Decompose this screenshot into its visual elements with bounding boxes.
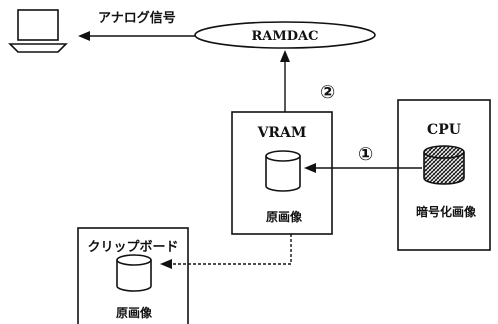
step-2-marker: ② (320, 82, 335, 103)
ramdac-node: RAMDAC (194, 21, 376, 49)
vram-to-ramdac-arrow (280, 50, 290, 112)
vram-to-clipboard-arrow (160, 234, 292, 269)
cpu-database-icon (423, 145, 465, 185)
vram-box: VRAM 原画像 (231, 111, 333, 235)
vram-database-icon (265, 150, 301, 192)
clipboard-label: クリップボード (87, 239, 178, 255)
cpu-label: CPU (427, 122, 461, 138)
clipboard-database-icon (116, 254, 152, 292)
vram-label: VRAM (257, 125, 307, 141)
cpu-box: CPU 暗号化画像 (397, 99, 491, 251)
ramdac-label: RAMDAC (252, 29, 319, 44)
cpu-image-label: 暗号化画像 (416, 204, 477, 219)
monitor-icon (8, 9, 68, 53)
vram-image-label: 原画像 (266, 209, 303, 224)
clipboard-image-label: 原画像 (116, 305, 153, 320)
ramdac-to-monitor-arrow (78, 31, 196, 41)
cpu-to-vram-arrow (304, 163, 422, 173)
clipboard-box: クリップボード 原画像 (77, 227, 189, 324)
step-1-marker: ① (358, 144, 373, 165)
analog-signal-label: アナログ信号 (98, 10, 176, 26)
